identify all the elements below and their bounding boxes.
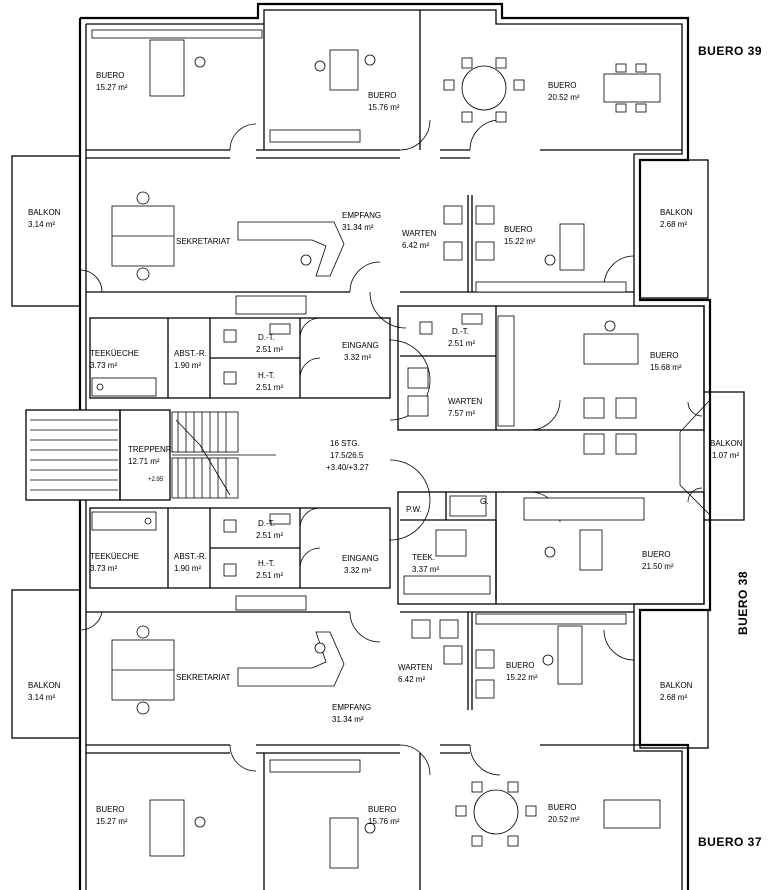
room-name: ABST.-R. [174,552,207,561]
stair-count: 16 STG. [330,439,360,448]
building-label-37: BUERO 37 [698,835,762,849]
room-name: TREPPENR. [128,445,174,454]
room-name: H.-T. [258,371,275,380]
room-name: BUERO [368,91,396,100]
room-area: 3.73 m² [90,361,117,370]
room-area: 31.34 m² [332,715,364,724]
room-area: 3.32 m² [344,353,371,362]
room-area: 15.68 m² [650,363,682,372]
room-area: 3.32 m² [344,566,371,575]
room-name: SEKRETARIAT [176,673,230,682]
room-area: 3.73 m² [90,564,117,573]
room-name: BUERO [506,661,534,670]
room-name: EINGANG [342,341,379,350]
room-area: 15.27 m² [96,83,128,92]
room-name: BALKON [710,439,743,448]
room-labels: BUERO 15.27 m² BUERO 15.76 m² BUERO 20.5… [28,71,743,826]
room-area: 1.90 m² [174,564,201,573]
room-name: TEEKÜECHE [90,552,139,561]
room-name: BALKON [28,681,61,690]
room-area: 15.76 m² [368,817,400,826]
room-name: EINGANG [342,554,379,563]
stair-dimensions: 17.5/26.5 [330,451,364,460]
room-area: 7.57 m² [448,409,475,418]
room-name: TEEK. [412,553,435,562]
room-area: 2.68 m² [660,693,687,702]
room-name: BUERO [650,351,678,360]
room-name: BALKON [660,681,693,690]
stair-levels: +3.40/+3.27 [326,463,369,472]
room-area: 6.42 m² [402,241,429,250]
room-area: 3.14 m² [28,220,55,229]
room-name: WARTEN [398,663,432,672]
room-name: BALKON [660,208,693,217]
room-name: BUERO [96,805,124,814]
room-name: H.-T. [258,559,275,568]
room-name: WARTEN [448,397,482,406]
room-name: D.-T. [258,333,275,342]
room-area: 6.42 m² [398,675,425,684]
outer-walls [11,2,745,890]
room-name: BALKON [28,208,61,217]
room-area: 2.51 m² [256,345,283,354]
room-area: 15.76 m² [368,103,400,112]
room-area: 3.14 m² [28,693,55,702]
room-name: BUERO [548,81,576,90]
room-area: 2.51 m² [256,571,283,580]
room-area: 15.27 m² [96,817,128,826]
level-mark: +2.95 [148,477,164,483]
room-area: 20.52 m² [548,93,580,102]
furniture [91,29,661,869]
building-label-38: BUERO 38 [736,571,750,635]
room-name: ABST.-R. [174,349,207,358]
room-area: 1.07 m² [712,451,739,460]
room-area: 31.34 m² [342,223,374,232]
room-name: WARTEN [402,229,436,238]
door-swings [79,119,703,776]
room-area: 20.52 m² [548,815,580,824]
room-name: D.-T. [258,519,275,528]
room-area: 2.51 m² [256,383,283,392]
room-area: 21.50 m² [642,562,674,571]
room-name: TEEKÜECHE [90,349,139,358]
room-name: EMPFANG [332,703,371,712]
room-area: 2.51 m² [448,339,475,348]
room-name: BUERO [96,71,124,80]
room-name: D.-T. [452,327,469,336]
room-name: BUERO [548,803,576,812]
room-area: 12.71 m² [128,457,160,466]
interior-walls [86,10,705,890]
room-name: BUERO [504,225,532,234]
room-area: 15.22 m² [506,673,538,682]
room-name: G. [480,497,488,506]
room-area: 15.22 m² [504,237,536,246]
room-area: 1.90 m² [174,361,201,370]
room-area: 2.68 m² [660,220,687,229]
room-name: SEKRETARIAT [176,237,230,246]
room-area: 2.51 m² [256,531,283,540]
room-name: BUERO [368,805,396,814]
room-name: BUERO [642,550,670,559]
room-name: EMPFANG [342,211,381,220]
room-name: P.W. [406,505,422,514]
building-label-39: BUERO 39 [698,44,762,58]
room-area: 3.37 m² [412,565,439,574]
